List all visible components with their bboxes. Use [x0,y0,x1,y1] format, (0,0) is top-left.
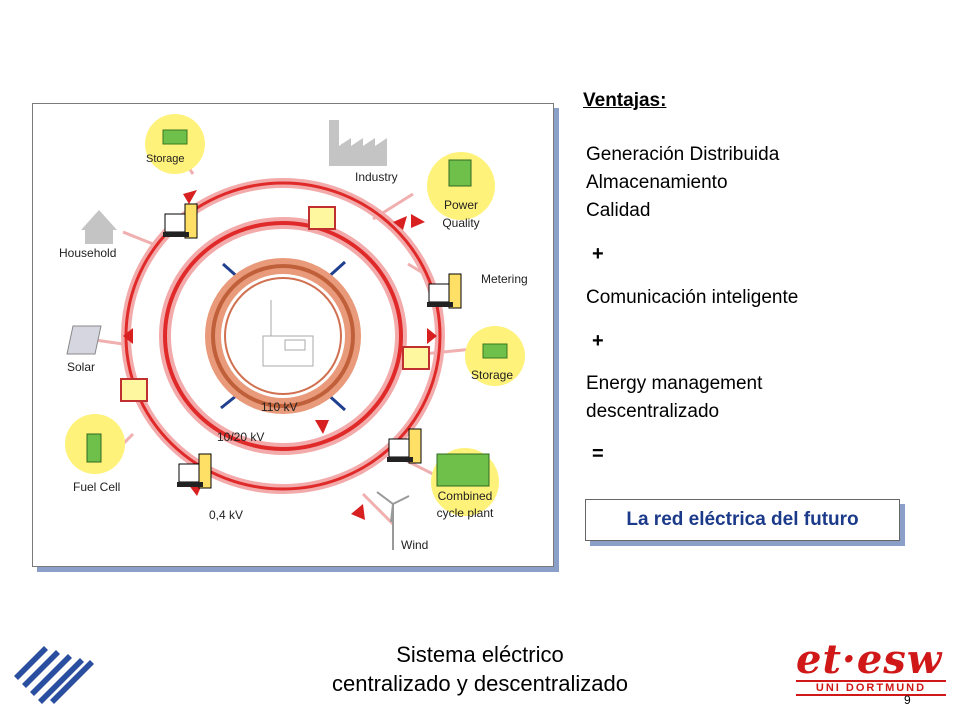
label-industry: Industry [355,170,398,184]
label-household: Household [59,246,117,260]
power-plant-icon [262,300,314,367]
etesw-logo-text: et·esw [796,636,943,683]
label-power-quality: Power Quality [442,198,480,230]
slide-title: Sistema eléctrico centralizado y descent… [200,640,760,698]
label-storage-right: Storage [471,368,514,382]
label-wind: Wind [401,538,429,552]
flow-arrows [123,190,437,520]
terminals [163,203,462,489]
solar-icon [66,325,102,355]
item-smart-communication: Comunicación inteligente [586,287,799,308]
item-quality: Calidad [586,200,651,221]
label-solar: Solar [67,360,96,374]
meters [120,206,430,402]
ring-110kv [211,264,355,408]
fuel-cell-icon [86,433,102,463]
label-1020kv: 10/20 kV [217,430,265,444]
result-box: La red eléctrica del futuro [585,499,900,541]
university-logo-icon [14,646,94,704]
slide-title-line-2: centralizado y descentralizado [332,671,628,696]
battery-icons [162,129,508,359]
slide-title-line-1: Sistema eléctrico [396,642,564,667]
grid-diagram: Storage Industry Power Quality Household… [32,103,554,567]
page-number: 9 [904,693,911,707]
wind-icon [376,491,410,550]
advantages-heading: Ventajas: [583,90,667,111]
item-storage: Almacenamiento [586,172,728,193]
plus-sign-1: + [592,243,604,265]
label-110kv: 110 kV [261,400,298,414]
combined-plant-icon [436,453,490,487]
label-metering: Metering [481,272,528,286]
label-04kv: 0,4 kV [209,508,244,522]
household-icon [81,210,117,244]
result-text: La red eléctrica del futuro [626,509,859,530]
grid-diagram-drawing [65,114,525,550]
equals-sign: = [592,443,604,465]
item-energy-management-1: Energy management [586,373,763,394]
item-distributed-generation: Generación Distribuida [586,144,780,165]
ring-1020kv [163,221,403,451]
power-quality-icon [448,159,472,187]
item-energy-management-2: descentralizado [586,401,720,422]
label-storage-top: Storage [146,153,185,165]
etesw-logo: et·esw UNI DORTMUND [796,640,952,696]
plus-sign-2: + [592,330,604,352]
industry-icon [329,120,387,166]
etesw-logo-subtitle: UNI DORTMUND [796,680,946,696]
label-combined-plant: Combined cycle plant [436,489,494,520]
label-fuel-cell: Fuel Cell [73,480,121,494]
